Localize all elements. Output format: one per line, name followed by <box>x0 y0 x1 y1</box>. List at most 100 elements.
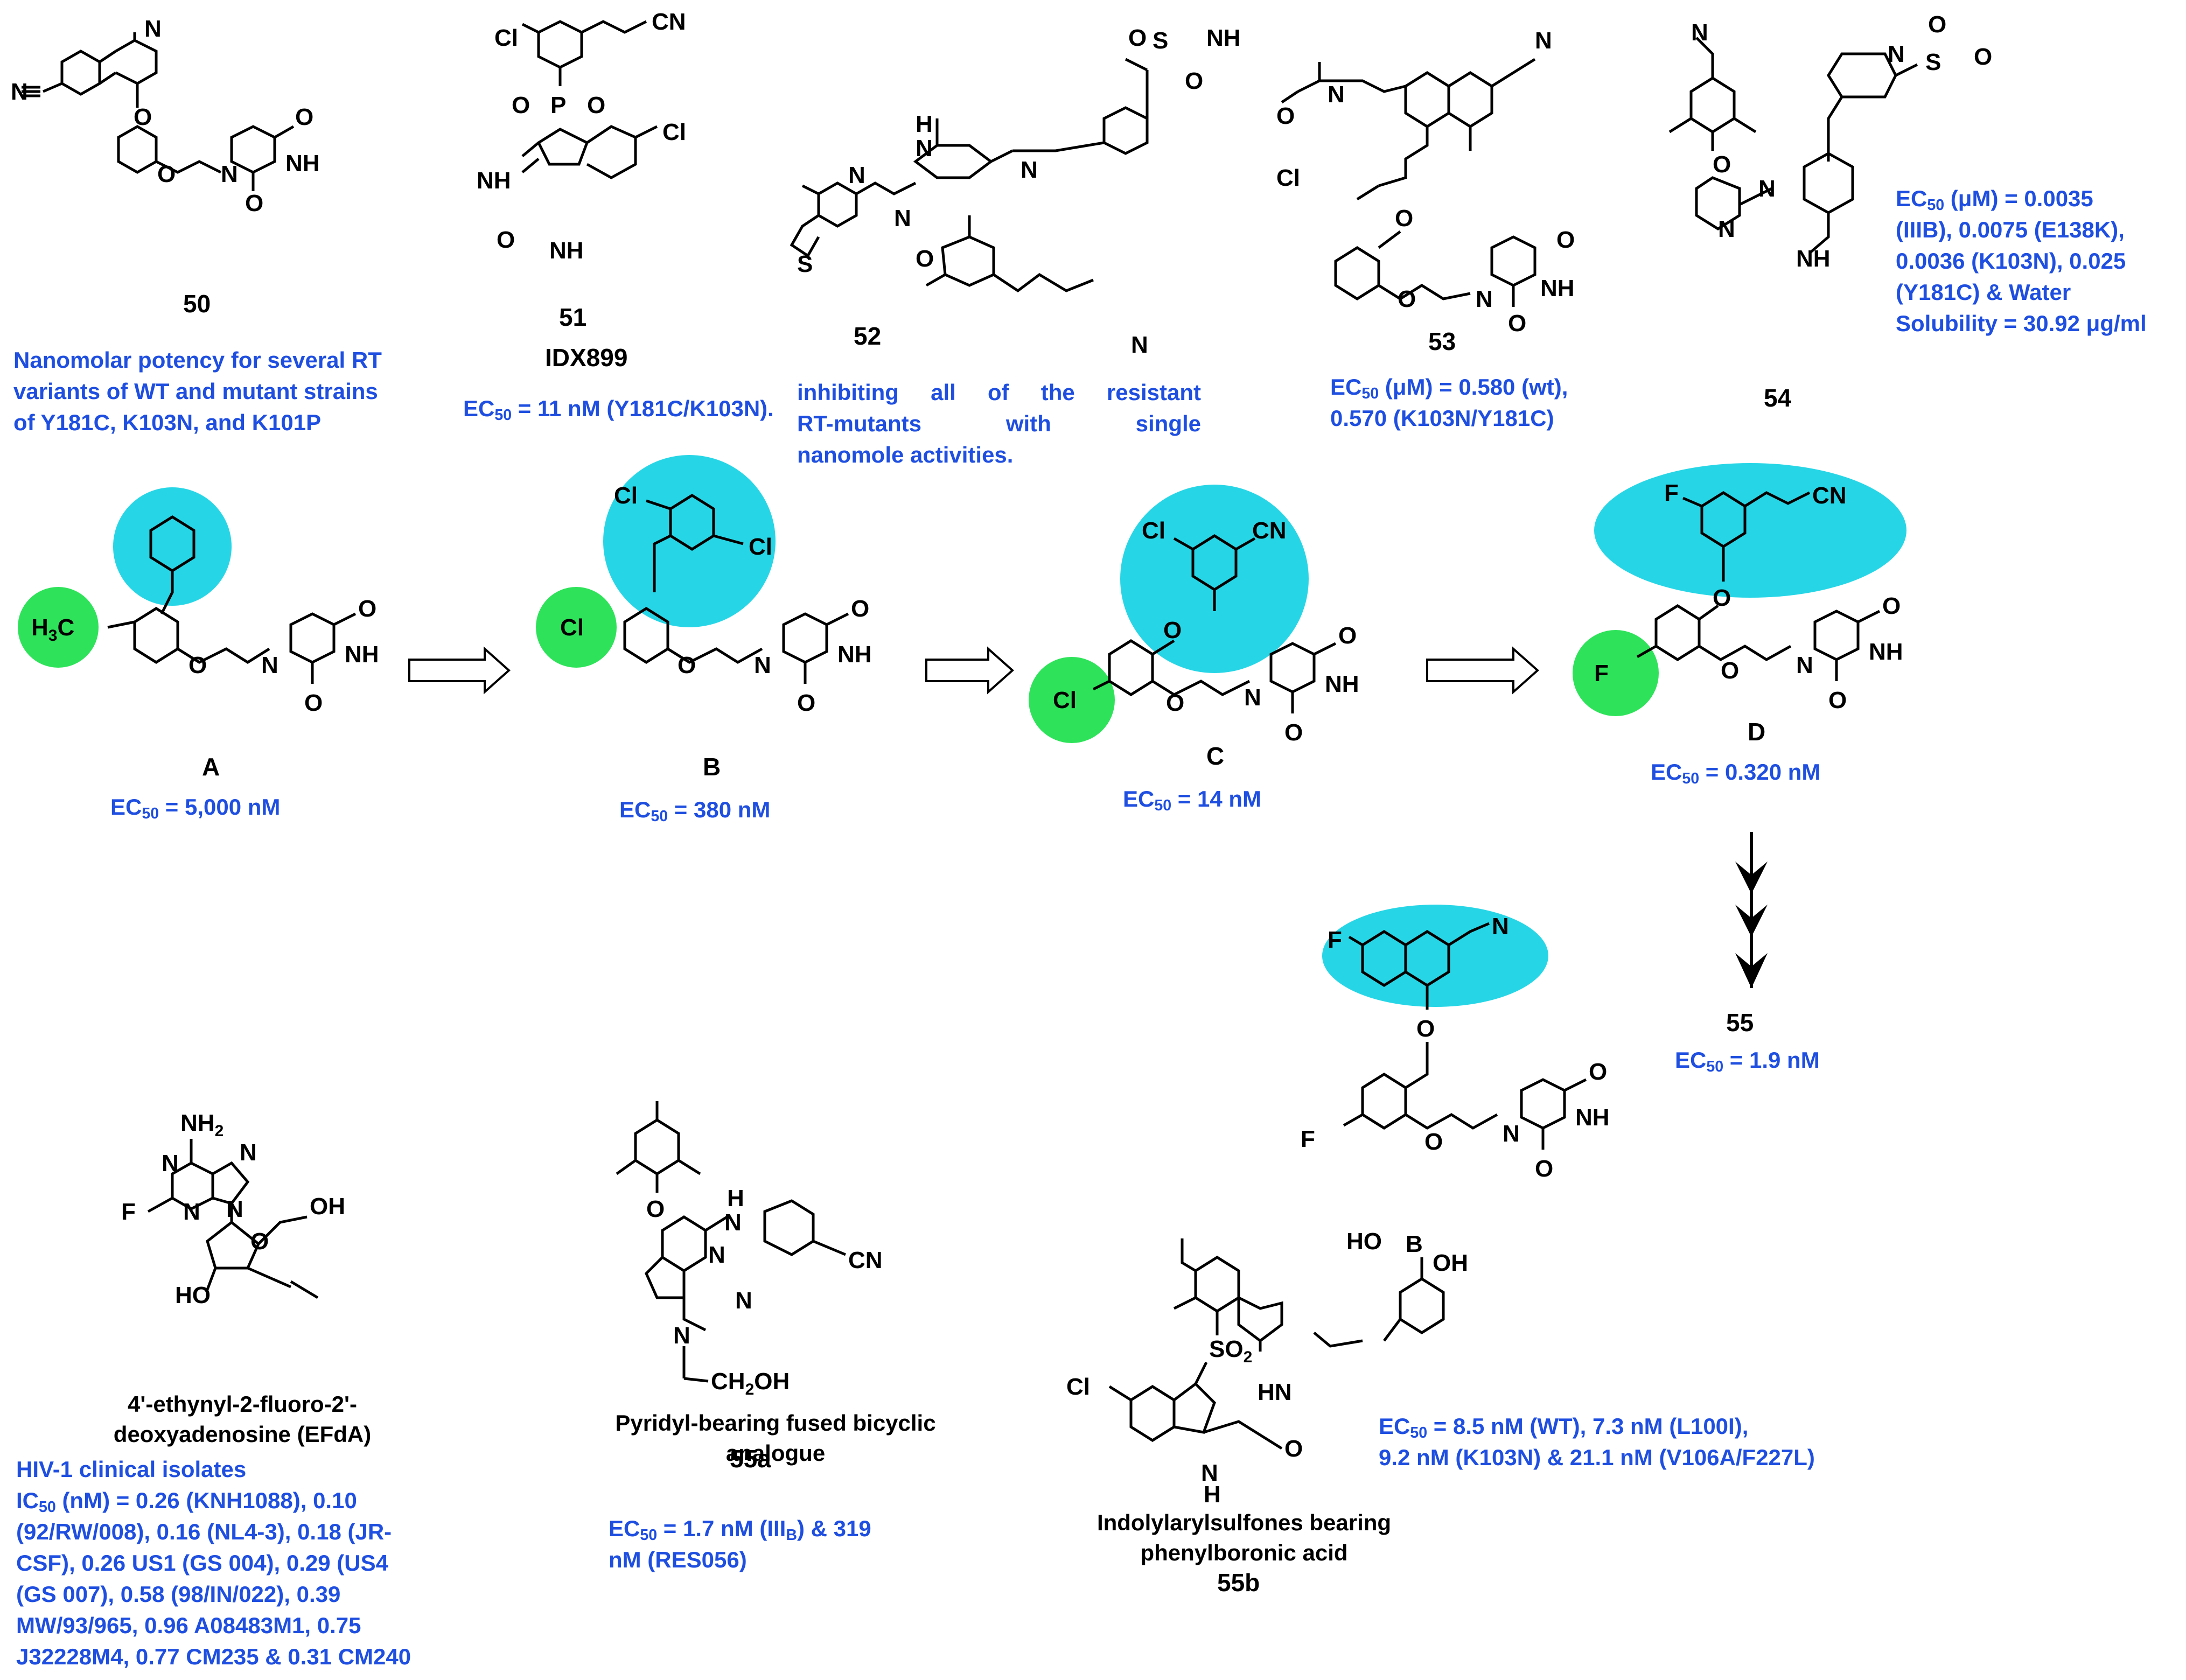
label-d: D <box>1748 718 1765 746</box>
atom-o-d4: O <box>1828 687 1847 713</box>
atom-o-53d: O <box>1556 227 1575 253</box>
atom-n-52a: N <box>916 135 933 162</box>
atom-o-d3: O <box>1882 593 1901 619</box>
atom-ch2oh-55a: CH2OH <box>711 1368 790 1398</box>
label-52: 52 <box>854 322 881 350</box>
atom-cn-55a: CN <box>848 1247 883 1273</box>
activity-55: EC50 = 1.9 nM <box>1675 1047 1820 1076</box>
compound-54-structure <box>1668 37 1918 254</box>
atom-n-55a2: N <box>708 1242 725 1268</box>
atom-cl-c1: Cl <box>1142 517 1165 544</box>
highlight-a-green <box>18 587 99 668</box>
atom-o-c4: O <box>1284 719 1303 746</box>
atom-n-52b: N <box>1021 157 1038 183</box>
label-a: A <box>202 753 220 781</box>
atom-o-53e: O <box>1508 310 1526 337</box>
atom-n-efda2: N <box>240 1139 257 1166</box>
atom-oh-efda1: OH <box>310 1193 345 1220</box>
atom-nh-a: NH <box>345 641 379 668</box>
atom-o-55a: O <box>1416 1016 1435 1042</box>
atom-n-50a: N <box>11 79 28 105</box>
atom-hn-55b: HN <box>1258 1379 1292 1405</box>
atom-o-51a: O <box>512 92 530 118</box>
atom-n-52e: N <box>1131 332 1148 358</box>
atom-o-52c: O <box>916 246 934 272</box>
atom-s-52a: S <box>1153 27 1168 54</box>
efda-name: 4'-ethynyl-2-fluoro-2'- deoxyadenosine (… <box>113 1391 372 1447</box>
arrow-c-to-d <box>1426 646 1540 695</box>
atom-nh-50: NH <box>285 150 320 177</box>
atom-o-55d: O <box>1535 1156 1553 1182</box>
atom-h2n-51: NH <box>477 167 511 194</box>
atom-h-52: H <box>916 111 933 137</box>
compound-55b-structure <box>1173 1238 1445 1352</box>
compound-50-structure <box>22 32 295 191</box>
atom-n-53c: N <box>1476 286 1493 312</box>
activity-55a: EC50 = 1.7 nM (IIIB) & 319 nM (RES056) <box>609 1516 871 1572</box>
atom-nh-c: NH <box>1325 671 1359 697</box>
atom-n-efda4: N <box>226 1196 243 1222</box>
compound-55-structure <box>1343 922 1587 1150</box>
atom-n-50b: N <box>144 16 162 42</box>
atom-nh-54: NH <box>1796 246 1831 272</box>
label-c: C <box>1206 742 1224 770</box>
highlight-55-cyan <box>1322 905 1548 1007</box>
atom-n-55a4: N <box>673 1322 690 1349</box>
atom-o-55b: O <box>1424 1129 1443 1155</box>
activity-b: EC50 = 380 nM <box>619 797 771 825</box>
atom-f-55b: F <box>1301 1126 1315 1152</box>
atom-o-a2: O <box>358 596 376 622</box>
atom-cl-51a: Cl <box>494 25 518 51</box>
atom-o-50a: O <box>134 104 152 130</box>
atom-cl-b2: Cl <box>749 534 772 560</box>
label-54: 54 <box>1764 384 1792 412</box>
atom-n-55a3: N <box>735 1287 752 1314</box>
highlight-d-green <box>1573 630 1659 716</box>
atom-cl-b3: Cl <box>560 614 584 641</box>
atom-cn-d: CN <box>1812 482 1847 509</box>
name-55a: Pyridyl-bearing fused bicyclic analogue <box>615 1410 936 1466</box>
atom-b-55b: B <box>1406 1231 1423 1257</box>
atom-oh-55b: OH <box>1433 1250 1468 1276</box>
atom-o-54b: O <box>1974 44 1992 70</box>
atom-n-53a: N <box>1535 27 1552 54</box>
atom-s-54: S <box>1925 49 1941 75</box>
compound-b-structure <box>623 494 849 684</box>
compound-51-structure <box>521 20 658 179</box>
activity-d: EC50 = 0.320 nM <box>1651 759 1821 788</box>
atom-o-54a: O <box>1713 151 1731 178</box>
atom-o-52a: O <box>1128 25 1147 51</box>
atom-ho-55b: HO <box>1346 1228 1382 1255</box>
atom-nh-d: NH <box>1869 639 1903 665</box>
compound-55b-indole <box>1108 1361 1283 1450</box>
note-50: Nanomolar potency for several RT variant… <box>13 347 382 435</box>
atom-n-52c: N <box>848 162 865 188</box>
efda-structure <box>147 1139 319 1299</box>
compound-53-lower <box>1334 230 1537 307</box>
name-55b: Indolylarylsulfones bearing phenylboroni… <box>1097 1510 1392 1565</box>
atom-nh-55: NH <box>1575 1104 1610 1131</box>
atom-o-b1: O <box>678 652 696 678</box>
atom-f-efda: F <box>121 1199 136 1225</box>
atom-o-b2: O <box>851 596 869 622</box>
atom-o-50b: O <box>157 161 176 187</box>
multistep-arrow-d-to-55 <box>1735 832 1768 988</box>
atom-n-53b: N <box>1328 81 1345 108</box>
atom-nh-55a: H <box>727 1185 744 1212</box>
highlight-b-cyan <box>603 455 776 627</box>
label-55: 55 <box>1726 1009 1754 1037</box>
atom-p-51: P <box>550 92 566 118</box>
atom-o-55a: O <box>646 1196 665 1222</box>
atom-o-c3: O <box>1338 622 1357 649</box>
atom-o-51b: O <box>587 92 605 118</box>
atom-nh-51: NH <box>549 237 584 264</box>
atom-n-50c: N <box>221 161 238 187</box>
atom-nh2-52: NH <box>1206 25 1241 51</box>
note-52: inhibiting all of the resistant RT-mutan… <box>797 380 1201 467</box>
atom-o-d2: O <box>1721 657 1739 684</box>
atom-f-55a: F <box>1328 927 1342 953</box>
atom-n-d: N <box>1796 652 1813 678</box>
atom-o-a1: O <box>188 652 207 678</box>
compound-53-structure <box>1281 58 1536 201</box>
